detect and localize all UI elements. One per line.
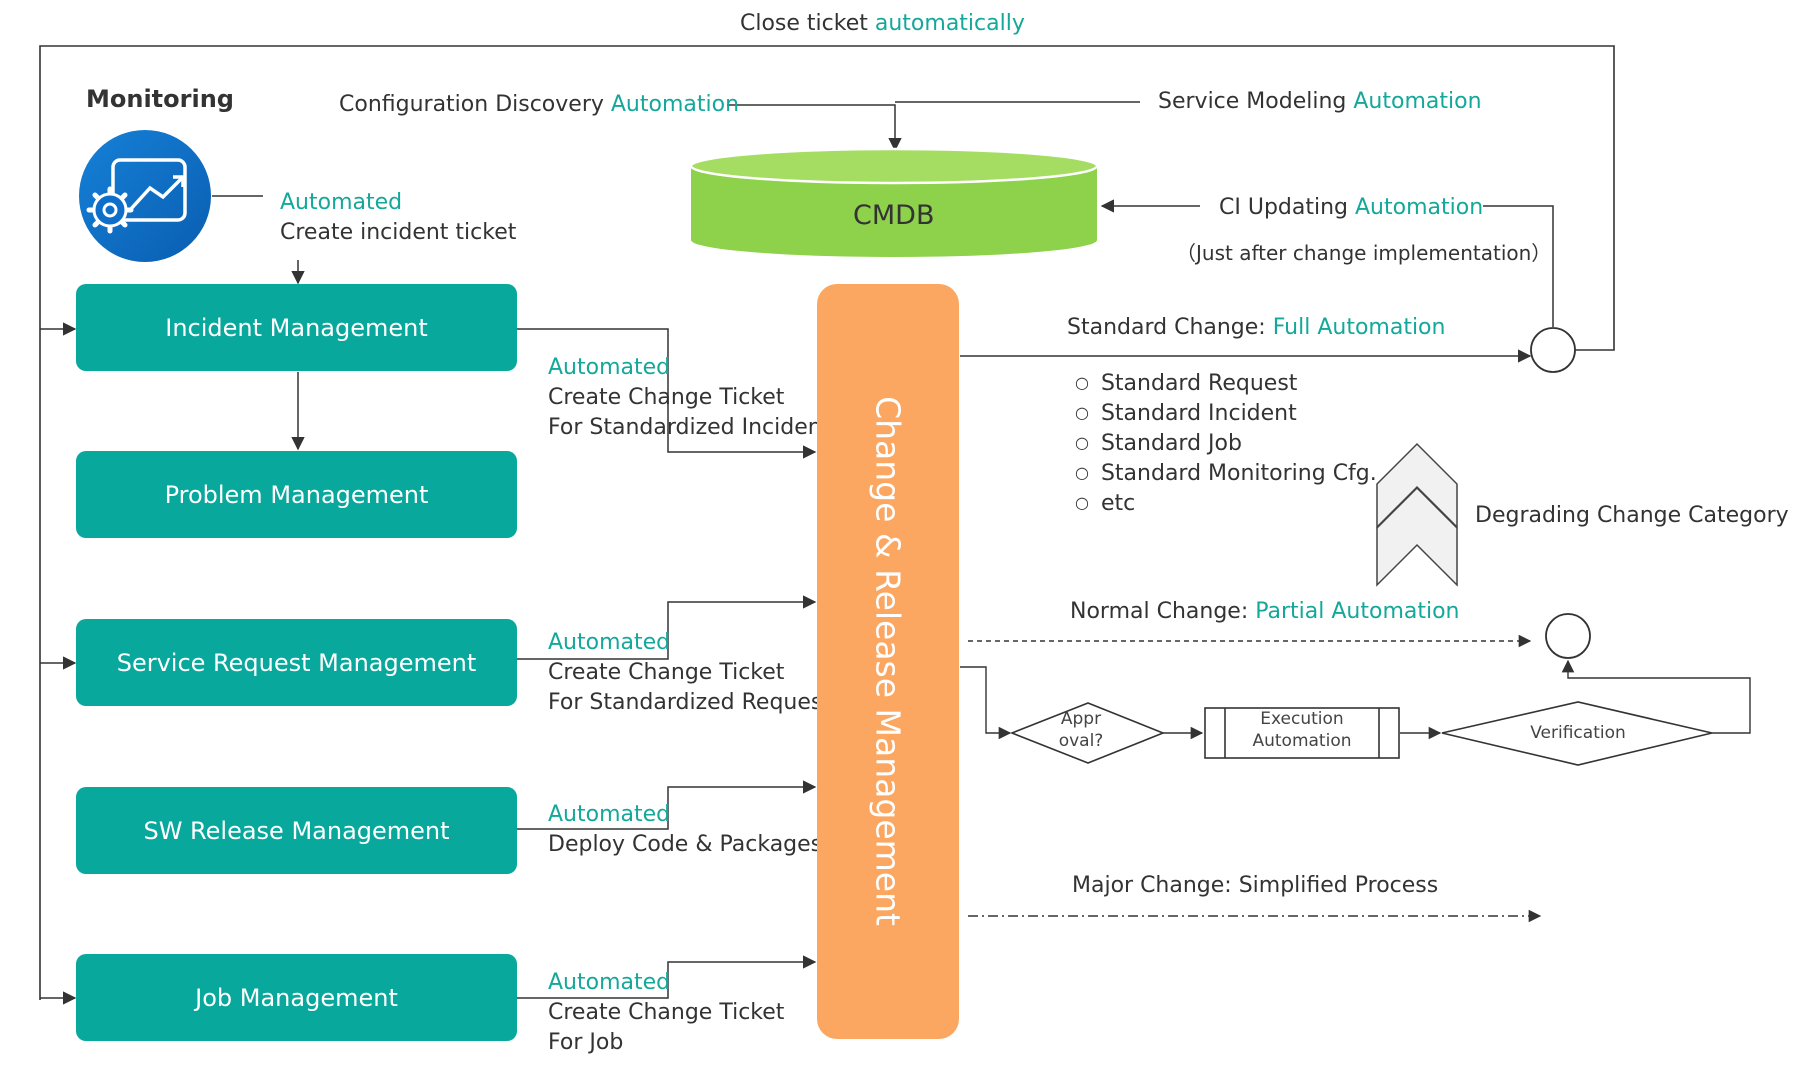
cmdb-cylinder [689,147,1099,257]
close-ticket-text: Close ticket [740,11,875,36]
close-ticket-label: Close ticket automatically [740,13,1025,35]
standard-change-end-node [1530,327,1576,373]
problem-management-box: Problem Management [76,451,517,538]
normal-change-path [960,634,1751,740]
incident-link-line1: Create Change Ticket [548,385,785,410]
job-automated-label: Automated [548,970,671,995]
process-to-change-arrows [517,328,817,999]
degrading-chevron-icon [1376,442,1458,587]
ci-updating-accent: Automation [1355,195,1484,220]
ci-updating-label: CI Updating Automation [1219,197,1483,219]
standard-change-item: Standard Job [1075,431,1242,456]
service-request-management-box: Service Request Management [76,619,517,706]
sw-release-automated-label: Automated [548,802,671,827]
service-request-link-line1: Create Change Ticket [548,660,785,685]
close-loop-line [39,45,1615,1000]
job-link-line1: Create Change Ticket [548,1000,785,1025]
left-entry-arrows [40,322,77,1005]
cmdb-label: CMDB [853,200,935,231]
standard-change-item: Standard Incident [1075,401,1297,426]
monitoring-connectors [212,195,305,451]
job-management-box: Job Management [76,954,517,1041]
monitoring-action-label: Create incident ticket [280,220,517,245]
standard-change-item: Standard Monitoring Cfg. [1075,461,1377,486]
incident-automated-label: Automated [548,355,671,380]
service-modeling-label: Service Modeling Automation [1158,91,1482,113]
standard-change-label: Standard Change: Full Automation [1067,317,1445,339]
execution-automation-box [1204,707,1400,759]
cmdb-feed-lines [727,101,1554,327]
major-change-label: Major Change: Simplified Process [1072,873,1439,898]
execution-label-line2: Automation [1252,731,1352,752]
normal-change-end-node [1545,613,1591,659]
monitoring-title: Monitoring [86,85,234,113]
verification-label: Verification [1530,723,1626,743]
execution-label-line1: Execution [1260,709,1344,729]
execution-automation-label: Execution Automation [1225,708,1379,752]
ci-updating-text: CI Updating [1219,195,1355,220]
standard-change-accent: Full Automation [1272,315,1446,340]
change-release-management-bar [817,284,959,1039]
service-request-link-line2: For Standardized Request [548,690,831,715]
close-ticket-accent: automatically [874,11,1025,36]
service-modeling-text: Service Modeling [1158,89,1354,114]
standard-change-text: Standard Change: [1067,315,1273,340]
config-discovery-accent: Automation [610,92,740,117]
approval-label-line2: oval? [1058,731,1104,752]
incident-link-line2: For Standardized Incident [548,415,831,440]
config-discovery-label: Configuration Discovery Automation [339,94,739,116]
standard-change-item: Standard Request [1075,371,1297,396]
incident-management-box: Incident Management [76,284,517,371]
monitoring-gear-chart-icon [79,130,211,262]
approval-label-line1: Appr [1060,709,1102,729]
verification-diamond [1441,701,1713,766]
normal-change-accent: Partial Automation [1255,599,1460,624]
normal-change-label: Normal Change: Partial Automation [1070,601,1460,623]
sw-release-management-box: SW Release Management [76,787,517,874]
change-release-management-label: Change & Release Management [868,396,908,926]
approval-label: Appr oval? [1040,708,1122,752]
approval-decision-diamond [1009,702,1166,764]
service-modeling-accent: Automation [1353,89,1482,114]
sw-release-link-line1: Deploy Code & Packages [548,832,823,857]
monitoring-automated-label: Automated [280,190,403,215]
job-link-line2: For Job [548,1030,624,1055]
standard-change-item: etc [1075,491,1135,516]
ci-updating-note: （Just after change implementation） [1176,241,1552,265]
service-request-automated-label: Automated [548,630,671,655]
normal-change-text: Normal Change: [1070,599,1256,624]
config-discovery-text: Configuration Discovery [339,92,611,117]
degrading-change-category-label: Degrading Change Category [1475,503,1789,528]
